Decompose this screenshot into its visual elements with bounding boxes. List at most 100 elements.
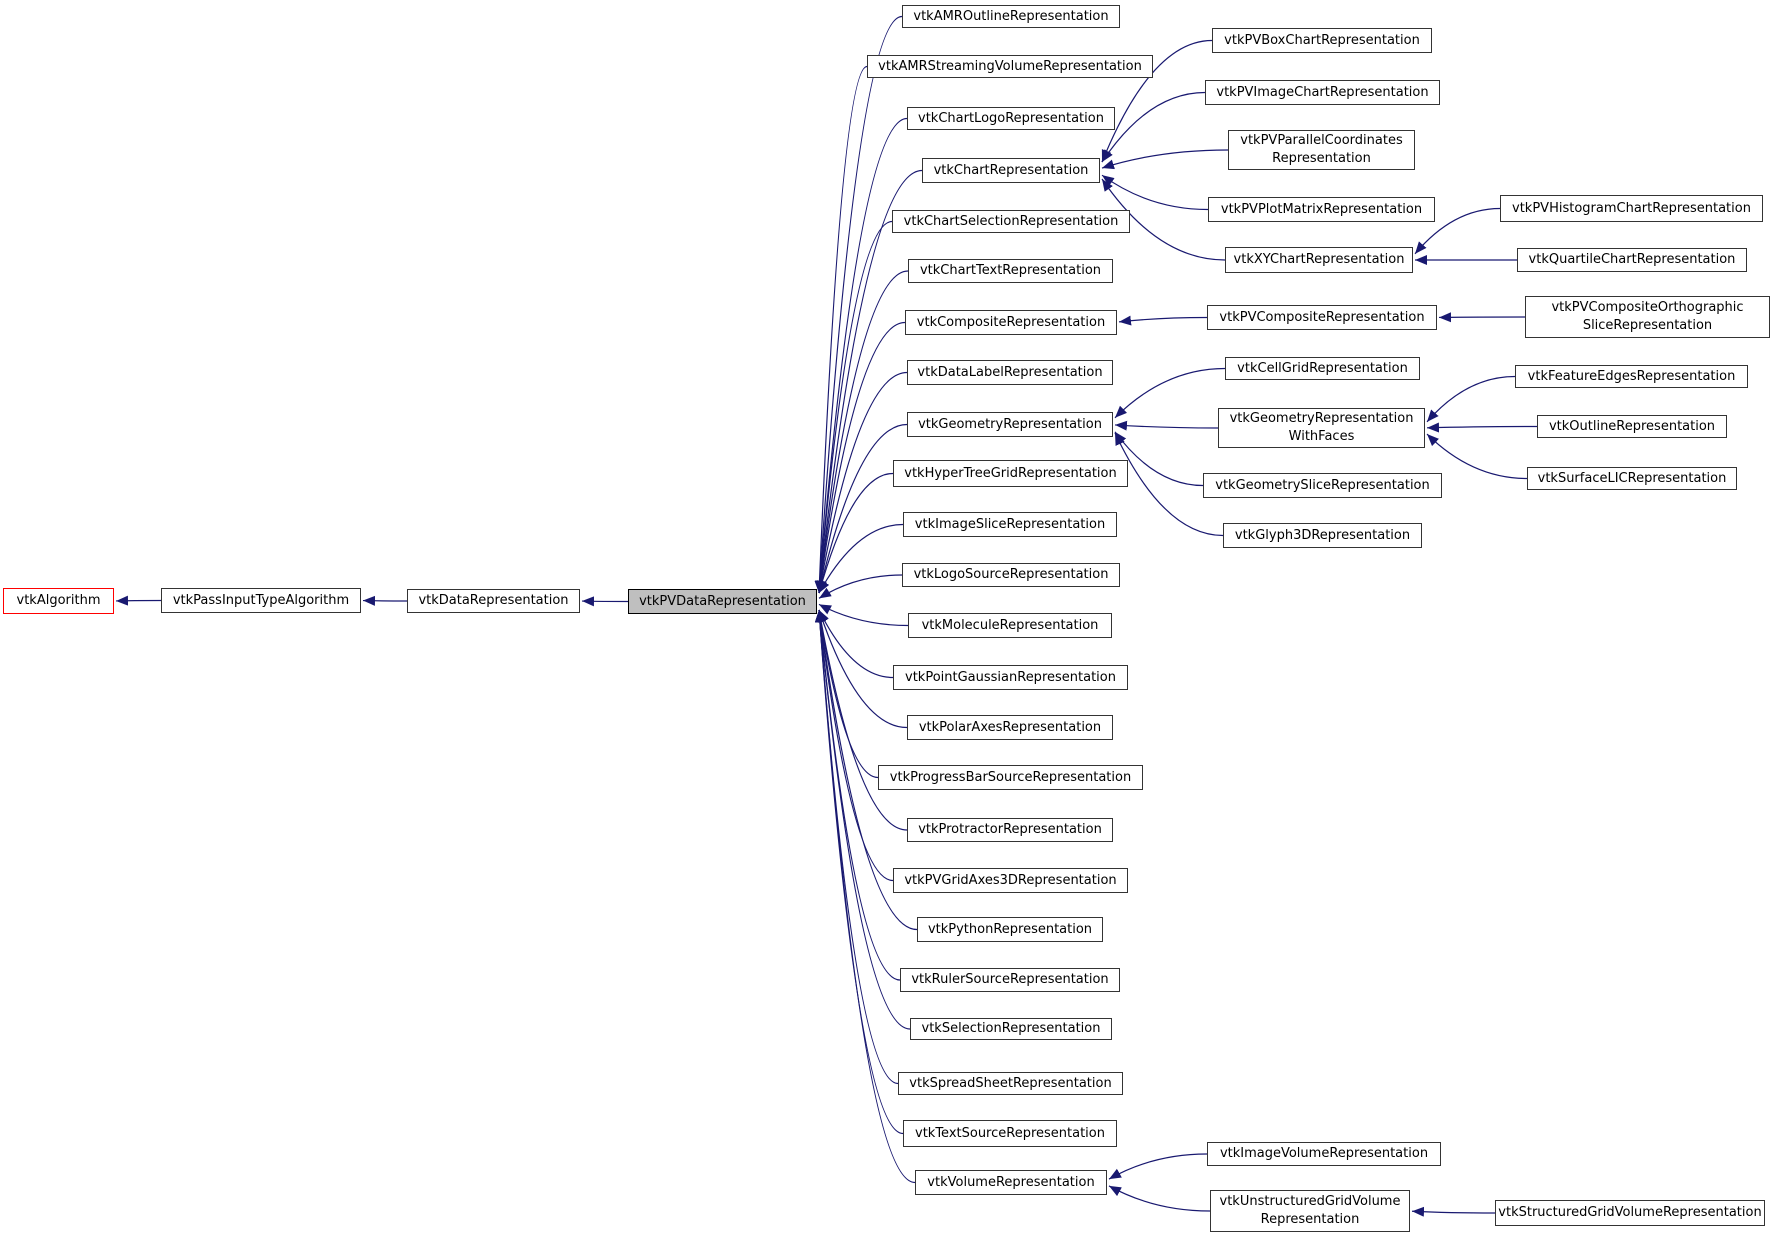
class-node-label: vtkLogoSourceRepresentation [913, 567, 1109, 583]
class-node-vtkDataRepresentation[interactable]: vtkDataRepresentation [407, 589, 580, 613]
class-node-vtkImageSliceRepresentation[interactable]: vtkImageSliceRepresentation [903, 512, 1117, 537]
inheritance-edge-vtkChartLogoRepresentation-to-vtkPVDataRepresentation [815, 117, 908, 594]
inheritance-edge-vtkPVHistogramChartRepresentation-to-vtkXYChartRepresentation [1414, 207, 1501, 255]
class-node-vtkPVCompositeRepresentation[interactable]: vtkPVCompositeRepresentation [1207, 305, 1437, 330]
class-node-vtkRulerSourceRepresentation[interactable]: vtkRulerSourceRepresentation [900, 968, 1120, 992]
class-node-vtkOutlineRepresentation[interactable]: vtkOutlineRepresentation [1537, 415, 1727, 438]
class-node-label: vtkGeometryRepresentation WithFaces [1229, 411, 1414, 444]
class-node-vtkChartTextRepresentation[interactable]: vtkChartTextRepresentation [908, 259, 1113, 283]
class-node-vtkPVBoxChartRepresentation[interactable]: vtkPVBoxChartRepresentation [1212, 28, 1432, 53]
class-node-label: vtkPVCompositeOrthographic SliceRepresen… [1551, 300, 1744, 333]
class-node-vtkPVHistogramChartRepresentation[interactable]: vtkPVHistogramChartRepresentation [1500, 195, 1763, 222]
class-node-vtkChartLogoRepresentation[interactable]: vtkChartLogoRepresentation [907, 107, 1115, 130]
inheritance-edge-vtkCompositeRepresentation-to-vtkPVDataRepresentation [815, 321, 906, 594]
class-node-vtkPVImageChartRepresentation[interactable]: vtkPVImageChartRepresentation [1205, 80, 1440, 105]
class-node-vtkPassInputTypeAlgorithm[interactable]: vtkPassInputTypeAlgorithm [161, 588, 361, 613]
class-node-vtkGeometryRepresentation[interactable]: vtkGeometryRepresentation [907, 412, 1113, 437]
class-node-vtkCompositeRepresentation[interactable]: vtkCompositeRepresentation [905, 310, 1117, 335]
class-node-vtkGeometrySliceRepresentation[interactable]: vtkGeometrySliceRepresentation [1203, 473, 1442, 498]
class-node-vtkStructuredGridVolumeRepresentation[interactable]: vtkStructuredGridVolumeRepresentation [1495, 1200, 1765, 1226]
class-node-label: vtkAlgorithm [16, 593, 101, 609]
class-node-label: vtkSelectionRepresentation [921, 1021, 1101, 1037]
class-node-label: vtkPVDataRepresentation [639, 593, 806, 609]
class-node-vtkAlgorithm[interactable]: vtkAlgorithm [3, 588, 114, 614]
inheritance-edge-vtkPVCompositeRepresentation-to-vtkCompositeRepresentation [1118, 315, 1208, 326]
class-node-vtkPVCompositeOrthographicSliceRepresentation[interactable]: vtkPVCompositeOrthographic SliceRepresen… [1525, 296, 1770, 338]
inheritance-edge-vtkUnstructuredGridVolumeRepresentation-to-vtkVolumeRepresentation [1108, 1185, 1211, 1212]
class-node-label: vtkPointGaussianRepresentation [905, 669, 1116, 685]
inheritance-edge-vtkPythonRepresentation-to-vtkPVDataRepresentation [815, 609, 918, 931]
inheritance-edge-vtkHyperTreeGridRepresentation-to-vtkPVDataRepresentation [817, 472, 894, 594]
class-node-vtkMoleculeRepresentation[interactable]: vtkMoleculeRepresentation [908, 613, 1112, 638]
class-node-label: vtkImageSliceRepresentation [914, 516, 1106, 532]
inheritance-edge-vtkTextSourceRepresentation-to-vtkPVDataRepresentation [814, 609, 904, 1135]
class-node-label: vtkGeometrySliceRepresentation [1215, 477, 1430, 493]
class-node-label: vtkPVImageChartRepresentation [1216, 84, 1429, 100]
class-node-label: vtkChartLogoRepresentation [918, 110, 1104, 126]
class-node-vtkSelectionRepresentation[interactable]: vtkSelectionRepresentation [910, 1018, 1112, 1040]
class-node-label: vtkPVParallelCoordinates Representation [1240, 133, 1403, 166]
inheritance-edge-vtkStructuredGridVolumeRepresentation-to-vtkUnstructuredGridVolumeRepresentation [1411, 1206, 1496, 1217]
class-node-vtkPolarAxesRepresentation[interactable]: vtkPolarAxesRepresentation [907, 715, 1113, 740]
inheritance-edge-vtkSurfaceLICRepresentation-to-vtkGeometryRepresentationWithFaces [1426, 433, 1528, 480]
class-node-label: vtkDataLabelRepresentation [917, 364, 1103, 380]
class-node-vtkCellGridRepresentation[interactable]: vtkCellGridRepresentation [1225, 357, 1420, 380]
class-node-label: vtkPolarAxesRepresentation [918, 719, 1102, 735]
class-node-vtkXYChartRepresentation[interactable]: vtkXYChartRepresentation [1225, 247, 1413, 273]
inheritance-edge-vtkChartSelectionRepresentation-to-vtkPVDataRepresentation [815, 220, 893, 594]
class-node-vtkTextSourceRepresentation[interactable]: vtkTextSourceRepresentation [903, 1120, 1117, 1147]
inheritance-edge-vtkGeometryRepresentation-to-vtkPVDataRepresentation [816, 423, 908, 594]
class-node-vtkChartSelectionRepresentation[interactable]: vtkChartSelectionRepresentation [892, 210, 1130, 233]
class-node-vtkLogoSourceRepresentation[interactable]: vtkLogoSourceRepresentation [902, 563, 1120, 587]
class-node-label: vtkAMRStreamingVolumeRepresentation [878, 58, 1142, 74]
inheritance-edge-vtkProtractorRepresentation-to-vtkPVDataRepresentation [816, 609, 908, 831]
class-node-label: vtkProtractorRepresentation [918, 822, 1102, 838]
class-node-vtkVolumeRepresentation[interactable]: vtkVolumeRepresentation [915, 1170, 1107, 1195]
class-node-vtkGeometryRepresentationWithFaces[interactable]: vtkGeometryRepresentation WithFaces [1218, 408, 1425, 448]
class-node-label: vtkGeometryRepresentation [918, 416, 1102, 432]
class-node-label: vtkFeatureEdgesRepresentation [1527, 368, 1736, 384]
class-node-vtkQuartileChartRepresentation[interactable]: vtkQuartileChartRepresentation [1517, 248, 1747, 272]
class-node-vtkHyperTreeGridRepresentation[interactable]: vtkHyperTreeGridRepresentation [893, 460, 1128, 487]
class-node-vtkDataLabelRepresentation[interactable]: vtkDataLabelRepresentation [907, 360, 1113, 385]
class-node-label: vtkSpreadSheetRepresentation [909, 1075, 1112, 1091]
inheritance-edge-vtkPVImageChartRepresentation-to-vtkChartRepresentation [1101, 91, 1206, 163]
class-node-label: vtkGlyph3DRepresentation [1234, 527, 1411, 543]
class-node-vtkPythonRepresentation[interactable]: vtkPythonRepresentation [917, 917, 1103, 942]
class-node-vtkPVPlotMatrixRepresentation[interactable]: vtkPVPlotMatrixRepresentation [1208, 197, 1435, 222]
class-node-vtkSurfaceLICRepresentation[interactable]: vtkSurfaceLICRepresentation [1527, 467, 1737, 490]
class-node-label: vtkUnstructuredGridVolume Representation [1219, 1194, 1401, 1227]
class-node-label: vtkCompositeRepresentation [916, 314, 1106, 330]
class-node-vtkImageVolumeRepresentation[interactable]: vtkImageVolumeRepresentation [1207, 1142, 1441, 1166]
inheritance-edge-vtkGlyph3DRepresentation-to-vtkGeometryRepresentation [1114, 432, 1224, 537]
inheritance-edge-vtkPVParallelCoordinatesRepresentation-to-vtkChartRepresentation [1101, 149, 1229, 170]
inheritance-edge-vtkPVBoxChartRepresentation-to-vtkChartRepresentation [1101, 39, 1213, 163]
class-node-vtkPVDataRepresentation[interactable]: vtkPVDataRepresentation [628, 589, 817, 614]
class-node-vtkUnstructuredGridVolumeRepresentation[interactable]: vtkUnstructuredGridVolume Representation [1210, 1190, 1410, 1232]
class-node-label: vtkChartTextRepresentation [919, 263, 1102, 279]
class-node-vtkPointGaussianRepresentation[interactable]: vtkPointGaussianRepresentation [893, 665, 1128, 690]
class-node-vtkChartRepresentation[interactable]: vtkChartRepresentation [922, 158, 1100, 183]
class-node-label: vtkTextSourceRepresentation [915, 1125, 1105, 1141]
inheritance-edge-vtkSelectionRepresentation-to-vtkPVDataRepresentation [815, 609, 911, 1030]
class-node-vtkPVGridAxes3DRepresentation[interactable]: vtkPVGridAxes3DRepresentation [893, 868, 1128, 893]
class-node-vtkProgressBarSourceRepresentation[interactable]: vtkProgressBarSourceRepresentation [878, 765, 1143, 790]
class-node-label: vtkPVGridAxes3DRepresentation [904, 872, 1117, 888]
inheritance-edge-vtkFeatureEdgesRepresentation-to-vtkGeometryRepresentationWithFaces [1426, 375, 1516, 423]
class-node-label: vtkSurfaceLICRepresentation [1537, 470, 1727, 486]
inheritance-edge-vtkSpreadSheetRepresentation-to-vtkPVDataRepresentation [814, 609, 899, 1085]
class-node-vtkFeatureEdgesRepresentation[interactable]: vtkFeatureEdgesRepresentation [1515, 365, 1748, 388]
class-node-label: vtkVolumeRepresentation [927, 1174, 1095, 1190]
inheritance-edge-vtkCellGridRepresentation-to-vtkGeometryRepresentation [1114, 367, 1226, 419]
inheritance-edge-vtkImageVolumeRepresentation-to-vtkVolumeRepresentation [1108, 1153, 1208, 1180]
class-node-vtkProtractorRepresentation[interactable]: vtkProtractorRepresentation [907, 818, 1113, 842]
inheritance-edge-vtkPolarAxesRepresentation-to-vtkPVDataRepresentation [818, 609, 908, 729]
class-node-vtkGlyph3DRepresentation[interactable]: vtkGlyph3DRepresentation [1223, 523, 1422, 548]
class-node-vtkAMRStreamingVolumeRepresentation[interactable]: vtkAMRStreamingVolumeRepresentation [867, 55, 1153, 78]
class-node-vtkPVParallelCoordinatesRepresentation[interactable]: vtkPVParallelCoordinates Representation [1228, 130, 1415, 170]
inheritance-edge-vtkXYChartRepresentation-to-vtkChartRepresentation [1101, 178, 1226, 261]
class-node-label: vtkPVCompositeRepresentation [1219, 309, 1425, 325]
class-node-vtkSpreadSheetRepresentation[interactable]: vtkSpreadSheetRepresentation [898, 1072, 1123, 1095]
class-node-vtkAMROutlineRepresentation[interactable]: vtkAMROutlineRepresentation [902, 5, 1120, 28]
